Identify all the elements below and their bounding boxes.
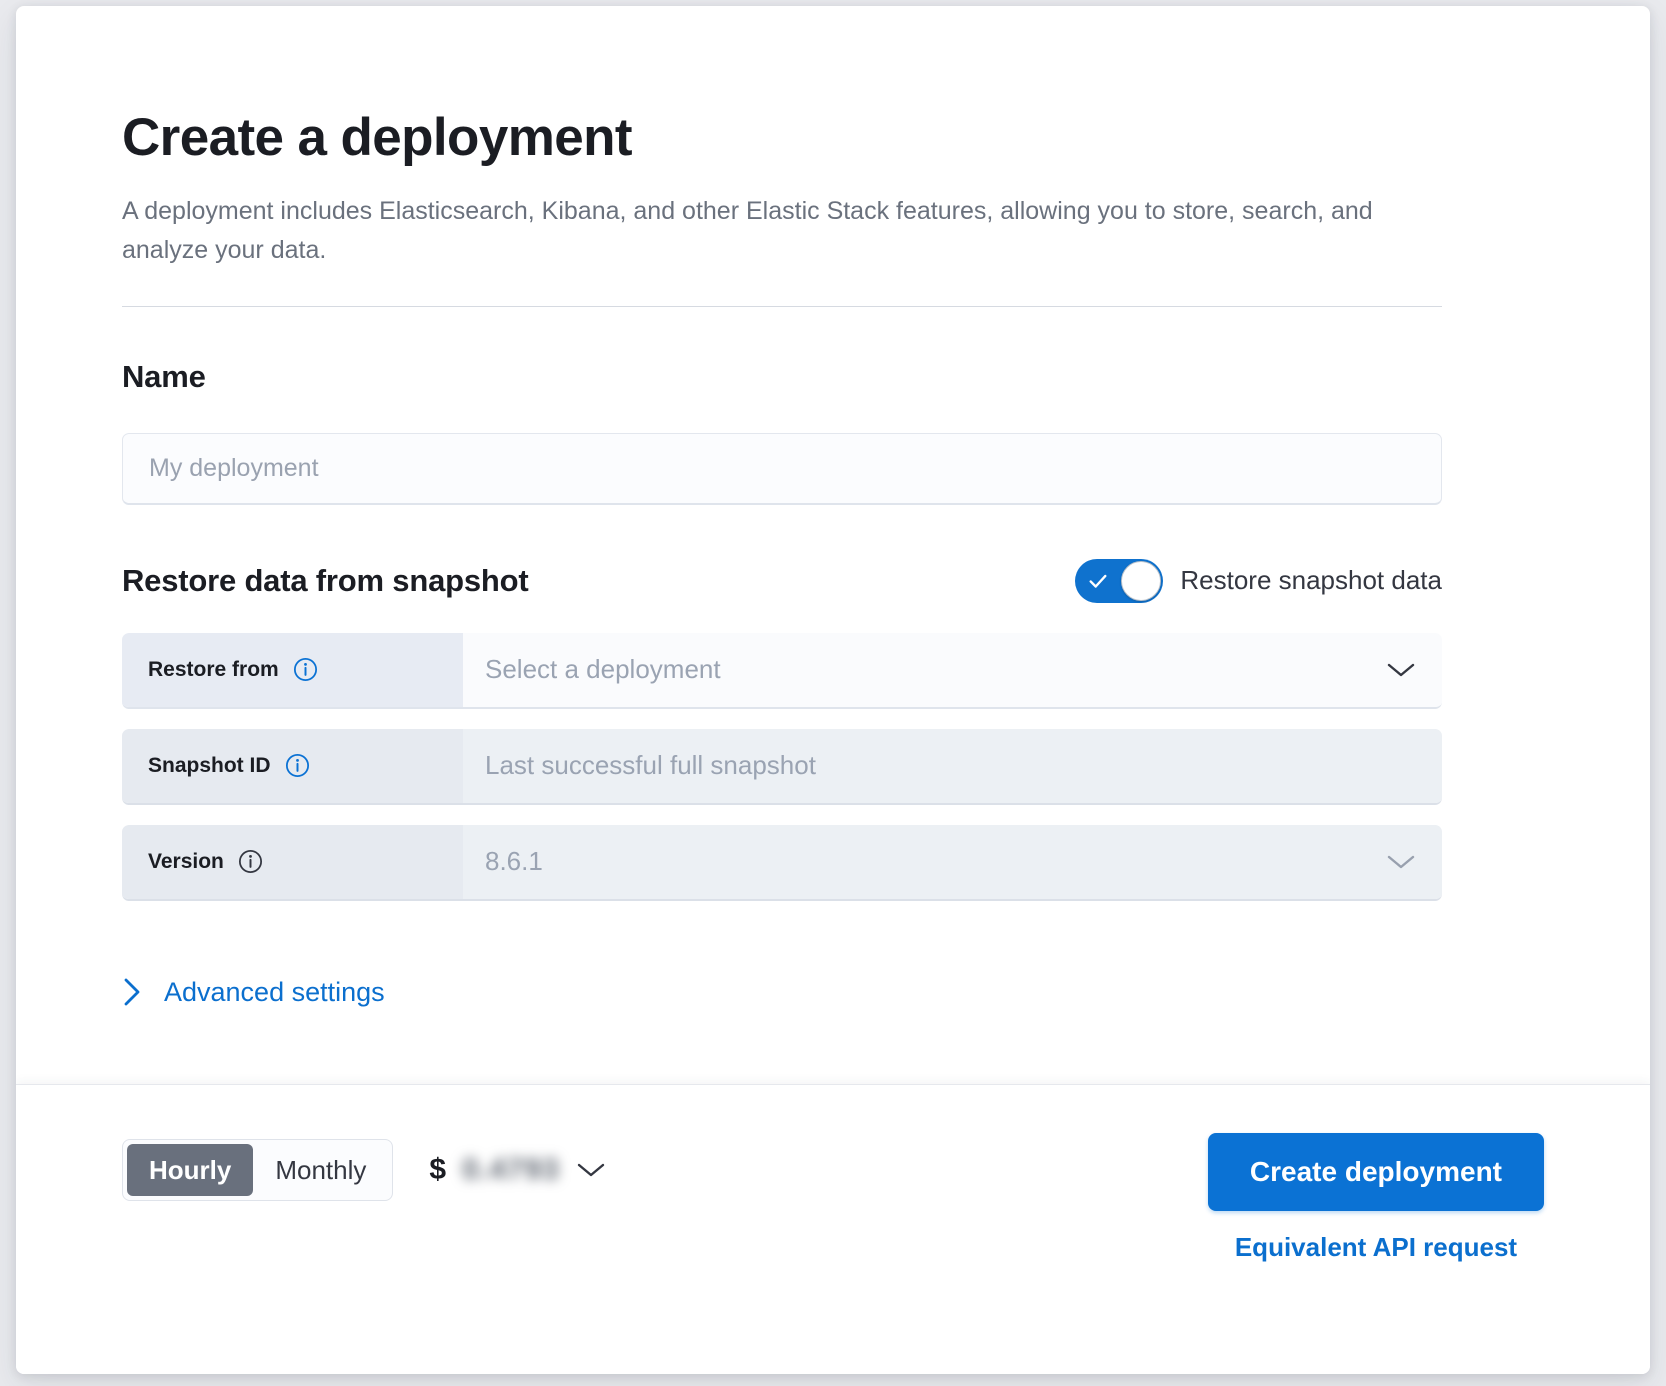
footer-right: Create deployment Equivalent API request — [1207, 1133, 1544, 1263]
restore-snapshot-toggle-label: Restore snapshot data — [1180, 565, 1442, 596]
version-field: 8.6.1 — [463, 824, 1442, 899]
restore-from-label-group: Restore from — [122, 632, 463, 707]
restore-snapshot-toggle[interactable] — [1075, 558, 1164, 603]
info-icon[interactable] — [238, 849, 263, 874]
snapshot-section-header: Restore data from snapshot Restore snaps… — [122, 558, 1442, 603]
advanced-settings-link[interactable]: Advanced settings — [122, 977, 385, 1008]
restore-from-label: Restore from — [148, 657, 279, 681]
footer-left: Hourly Monthly $ 0.4793 — [122, 1133, 606, 1201]
price-currency: $ — [429, 1153, 447, 1186]
snapshot-id-field: Last successful full snapshot — [463, 728, 1442, 803]
chevron-down-icon[interactable] — [1386, 661, 1416, 679]
billing-option-monthly[interactable]: Monthly — [275, 1154, 367, 1185]
deployment-name-input[interactable]: My deployment — [122, 432, 1442, 505]
version-label-group: Version — [122, 824, 463, 899]
deployment-name-placeholder: My deployment — [149, 453, 319, 482]
create-deployment-button[interactable]: Create deployment — [1207, 1133, 1544, 1211]
snapshot-id-label-group: Snapshot ID — [122, 728, 463, 803]
restore-from-field[interactable]: Select a deployment — [463, 632, 1442, 707]
version-row: Version 8.6.1 — [122, 824, 1442, 901]
restore-from-row[interactable]: Restore from Select a deployment — [122, 632, 1442, 709]
version-value: 8.6.1 — [485, 846, 543, 877]
toggle-knob — [1121, 560, 1162, 601]
name-heading: Name — [122, 358, 206, 394]
snapshot-id-label: Snapshot ID — [148, 753, 271, 777]
page-description: A deployment includes Elasticsearch, Kib… — [122, 196, 1373, 264]
info-icon[interactable] — [293, 657, 318, 682]
price-amount: 0.4793 — [462, 1153, 560, 1186]
billing-period-segmented-control[interactable]: Hourly Monthly — [122, 1139, 394, 1201]
billing-option-hourly[interactable]: Hourly — [127, 1144, 254, 1196]
advanced-settings-label: Advanced settings — [164, 976, 385, 1007]
snapshot-id-value: Last successful full snapshot — [485, 750, 816, 781]
chevron-right-icon — [124, 978, 140, 1006]
card-footer: Hourly Monthly $ 0.4793 Create deploymen… — [16, 1084, 1650, 1374]
chevron-down-icon — [1387, 855, 1415, 868]
version-label: Version — [148, 849, 224, 873]
check-icon — [1089, 574, 1107, 588]
header-divider — [122, 305, 1442, 307]
restore-from-value: Select a deployment — [485, 654, 721, 685]
price-summary[interactable]: $ 0.4793 — [429, 1153, 605, 1187]
card-body: Create a deployment A deployment include… — [16, 6, 1650, 1084]
name-section: Name My deployment — [122, 359, 1442, 505]
page-title: Create a deployment — [122, 108, 633, 167]
restore-snapshot-toggle-group[interactable]: Restore snapshot data — [1075, 558, 1442, 603]
snapshot-heading: Restore data from snapshot — [122, 562, 529, 598]
equivalent-api-request-link[interactable]: Equivalent API request — [1234, 1232, 1518, 1262]
create-deployment-card: Create a deployment A deployment include… — [16, 6, 1650, 1374]
footer-inner: Hourly Monthly $ 0.4793 Create deploymen… — [122, 1133, 1544, 1263]
snapshot-id-row: Snapshot ID Last successful full snapsho… — [122, 728, 1442, 805]
info-icon[interactable] — [285, 753, 310, 778]
content-column: Create a deployment A deployment include… — [122, 110, 1442, 1008]
chevron-down-icon[interactable] — [576, 1161, 606, 1179]
